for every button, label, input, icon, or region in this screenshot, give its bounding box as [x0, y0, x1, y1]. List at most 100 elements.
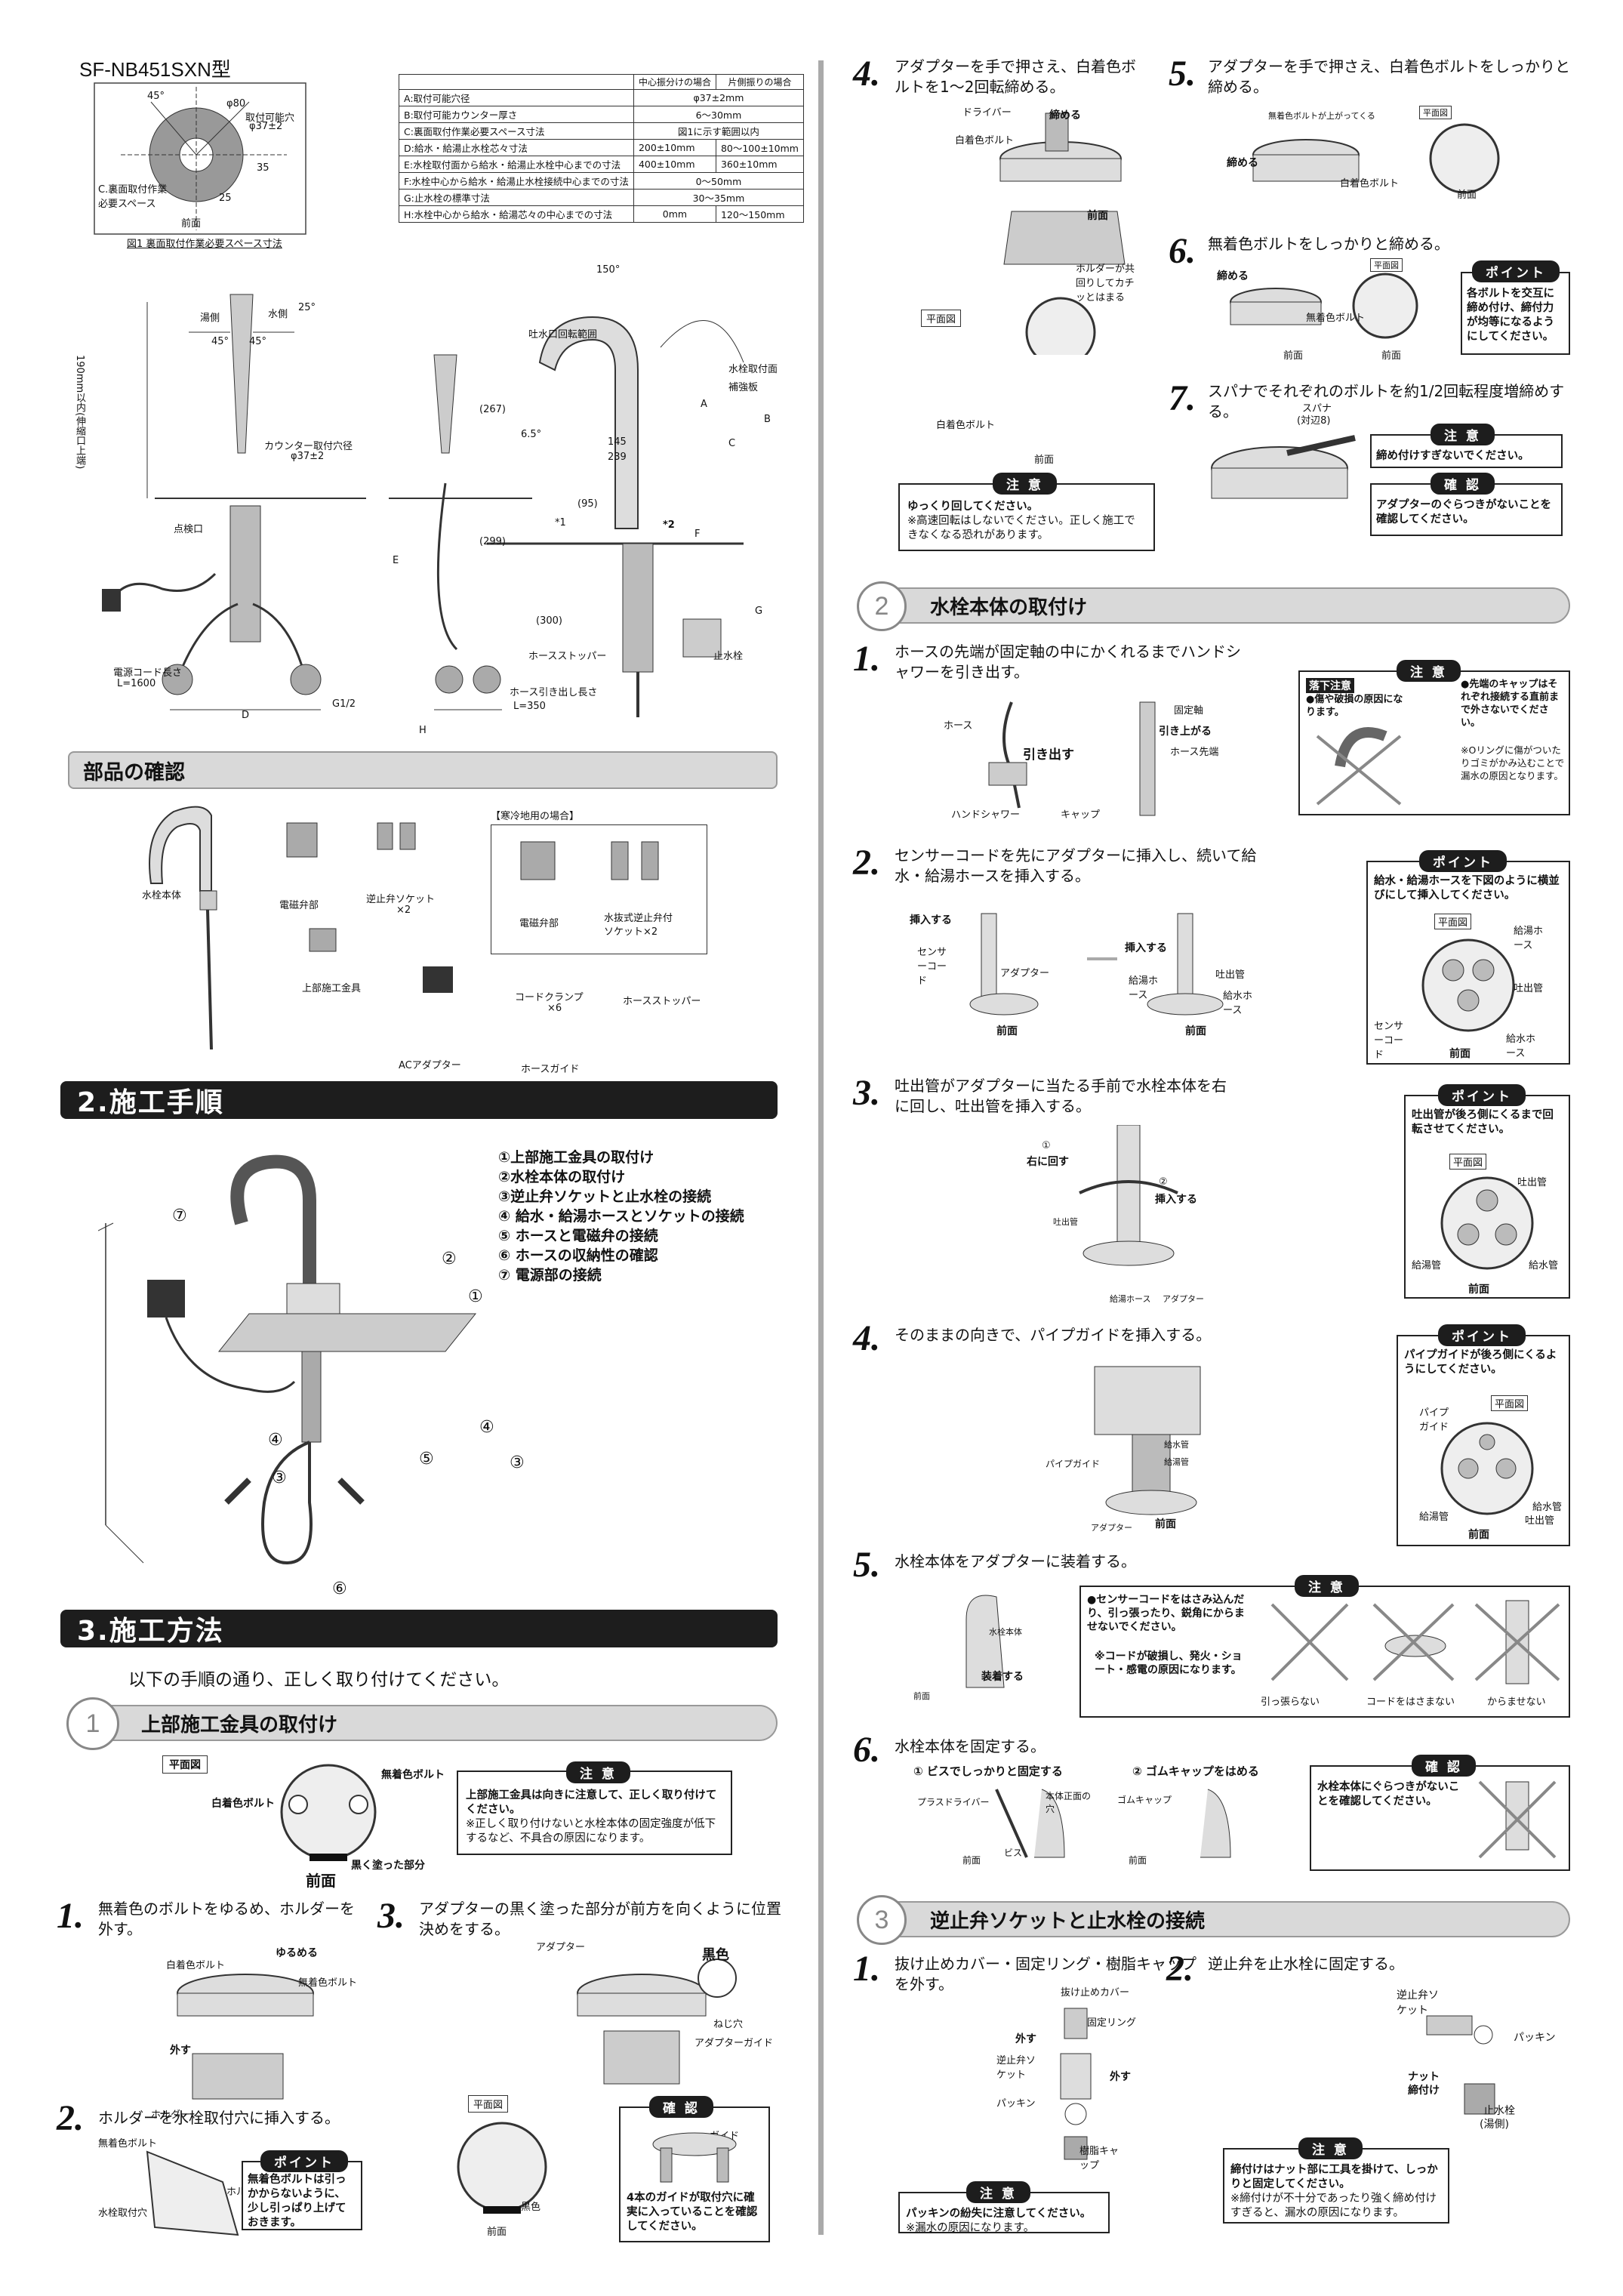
dim-label: 電源コード長さ	[113, 667, 183, 679]
s2-step4-label: パイプガイド	[1046, 1459, 1101, 1469]
dim-label: (300)	[536, 615, 562, 627]
point-text: パイプガイドが後ろ側にくるようにしてください。	[1404, 1349, 1557, 1376]
dim-label: 239	[608, 451, 627, 463]
dim-label: A	[701, 399, 707, 410]
sec1-step3-illustration	[577, 1959, 737, 2085]
sec1-label: 前面	[306, 1872, 336, 1890]
sec2-header: 水栓本体の取付け	[868, 587, 1570, 624]
fig1-label: 45°	[147, 91, 165, 102]
s2-step4-point-label: 給湯管	[1419, 1512, 1449, 1523]
r-step6-point-box: 各ボルトを交互に締め付け、締付力が均等になるようにしてください。	[1461, 272, 1570, 355]
spec-cell: 30〜35mm	[633, 189, 804, 206]
procedure-step: ④ 給水・給湯ホースとソケットの接続	[498, 1208, 744, 1225]
step-number: 2.	[57, 2098, 84, 2138]
procedure-callout: ③	[510, 1453, 525, 1472]
spec-header: 片側振りの場合	[715, 74, 804, 90]
step-number: 2.	[853, 843, 880, 883]
s3-step1-label: 樹脂キャップ	[1079, 2146, 1119, 2171]
s2-step6-sub: ① ビスでしっかりと固定する	[913, 1764, 1063, 1778]
dim-label: 湯側	[200, 313, 220, 324]
cold-title: 【寒冷地用の場合】	[491, 811, 580, 822]
r-step5-label: 締める	[1227, 157, 1258, 169]
s2-step2-point-label: 吐出管	[1514, 983, 1544, 994]
r-step6-label: 無着色ボルト	[1306, 313, 1366, 324]
procedure-list: ①上部施工金具の取付け ②水栓本体の取付け ③逆止弁ソケットと止水栓の接続 ④ …	[498, 1148, 744, 1285]
s2-step2-point-label: センサーコード	[1374, 1021, 1404, 1061]
r-step4-label: 前面	[1034, 455, 1055, 466]
caution-text: ※高速回転はしないでください。正しく施工できなくなる恐れがあります。	[907, 515, 1135, 541]
step-number: 4.	[853, 54, 880, 94]
step-number: 4.	[853, 1318, 880, 1358]
dim-label: 150°	[596, 264, 621, 276]
sec1-step3-label: 黒色	[521, 2202, 541, 2213]
step-text: 逆止弁を止水栓に固定する。	[1208, 1955, 1404, 1973]
step-text: スパナでそれぞれのボルトを約1/2回転程度増締めする。	[1208, 382, 1565, 421]
confirm-text: 4本のガイドが取付穴に確実に入っていることを確認してください。	[627, 2192, 758, 2233]
dim-label: G1/2	[332, 698, 356, 710]
s2-step5-caution-label: 引っ張らない	[1261, 1697, 1320, 1708]
step-text: アダプターの黒く塗った部分が前方を向くように位置決めをする。	[419, 1900, 781, 1938]
method-header: 3.施工方法	[60, 1610, 778, 1647]
s2-step3-label: 挿入する	[1155, 1194, 1197, 1206]
fig1-diagram	[94, 82, 306, 235]
part-label: ×2	[396, 905, 411, 916]
r-step6-label: 平面図	[1370, 258, 1403, 272]
spec-cell: 図1に示す範囲以内	[633, 122, 804, 140]
s2-step1-label: 引き出す	[1023, 747, 1074, 763]
s3-step2-label: パッキン	[1514, 2032, 1556, 2044]
dimension-drawing	[102, 294, 744, 717]
caution-tag: 注 意	[993, 473, 1057, 495]
sec1-step1-label: ホルダー	[151, 2110, 191, 2121]
s2-step3-point-label: 給水管	[1529, 1260, 1559, 1271]
s2-step3-label: 右に回す	[1027, 1156, 1069, 1168]
parts-header: 部品の確認	[68, 751, 778, 789]
s2-step1-label: ホース先端	[1170, 747, 1219, 758]
dim-label: (267)	[479, 404, 506, 415]
s2-step2-label: センサーコード	[917, 947, 947, 987]
caution-text: 締め付けすぎないでください。	[1376, 450, 1529, 462]
fig1-label: φ80	[226, 98, 246, 109]
r-step7-illustration	[1211, 435, 1356, 499]
caution-text: ゆっくり回してください。	[907, 501, 1039, 513]
s2-step2-label: 前面	[1185, 1025, 1206, 1037]
procedure-callout: ⑦	[172, 1207, 187, 1225]
r-step4-label: 前面	[1087, 210, 1108, 222]
s3-step1-label: 固定リング	[1087, 2017, 1137, 2029]
caution-text: 上部施工金具は向きに注意して、正しく取り付けてください。	[466, 1789, 717, 1816]
dim-label: C	[728, 438, 736, 449]
point-text: 吐出管が後ろ側にくるまで回転させてください。	[1412, 1109, 1554, 1136]
caution-tag: 注 意	[1431, 424, 1495, 445]
dim-label: B	[764, 414, 771, 425]
s2-step4-label: 給水管	[1164, 1440, 1189, 1450]
s2-step2-point-label: 給水ホース	[1506, 1034, 1536, 1059]
caution-text: 締付けはナット部に工具を掛けて、しっかりと固定してください。	[1230, 2164, 1438, 2190]
fig1-label: 前面	[181, 218, 202, 230]
cold-parts-illustration	[520, 841, 659, 880]
r-step6-label: 締める	[1217, 270, 1249, 282]
fig1-label: 35	[257, 162, 269, 174]
s2-step1-label: キャップ	[1061, 809, 1101, 821]
model-number: SF-NB451SXN型	[79, 58, 231, 81]
step-text: 水栓本体を固定する。	[895, 1737, 1046, 1755]
sec1-confirm-illustration	[652, 2132, 737, 2183]
procedure-callout: ⑤	[419, 1450, 434, 1469]
s2-step2-label: 挿入する	[1125, 942, 1167, 954]
spec-cell: D:給水・給湯止水栓芯々寸法	[399, 139, 634, 156]
spec-cell: 200±10mm	[633, 139, 716, 156]
spec-cell: G:止水栓の標準寸法	[399, 189, 634, 206]
step-text: ホルダーを水栓取付穴に挿入する。	[98, 2109, 340, 2127]
s2-step6-label: 本体正面の穴	[1046, 1791, 1092, 1814]
s3-step2-label: ナット	[1408, 2071, 1440, 2083]
sec3-title: 逆止弁ソケットと止水栓の接続	[930, 1909, 1206, 1933]
s2-step5-caution-illus	[1268, 1600, 1560, 1684]
sec1-plan-label: 平面図	[162, 1755, 208, 1774]
s3-step1-label: パッキン	[996, 2098, 1036, 2110]
sec1-label: 黒く塗った部分	[351, 1860, 425, 1872]
sec2-title: 水栓本体の取付け	[930, 596, 1088, 619]
step-number: 1.	[853, 1949, 880, 1989]
caution-text: ●先端のキャップはそれぞれ接続する直前まで外さないでください。	[1461, 679, 1560, 729]
dim-label: 水側	[268, 309, 288, 320]
s2-step6-label: ビス	[1004, 1848, 1023, 1858]
s3-step1-illustration	[1060, 2008, 1092, 2160]
